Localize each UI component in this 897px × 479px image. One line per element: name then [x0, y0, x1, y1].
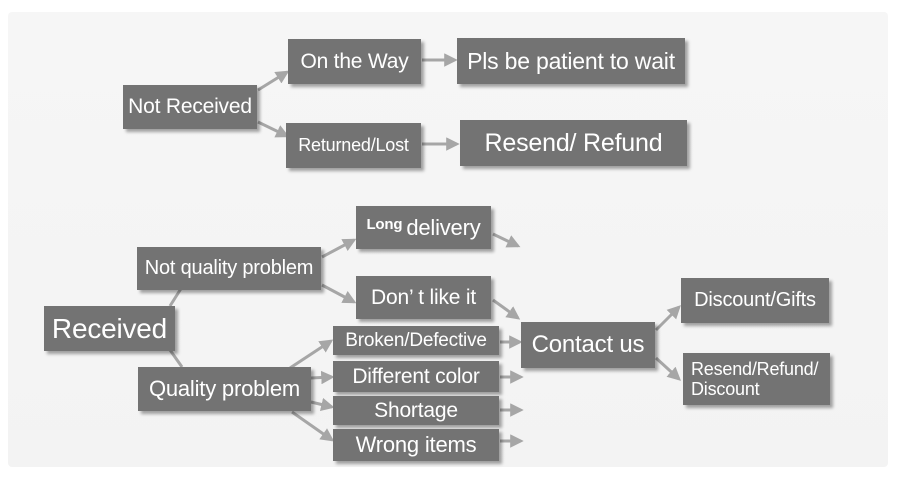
node-contact-us: Contact us — [521, 322, 655, 368]
delivery-label: delivery — [406, 214, 481, 240]
node-resend-refund-discount: Resend/Refund/ Discount — [683, 353, 830, 405]
arrow-quality-to-different-color — [310, 370, 335, 385]
node-returned-lost: Returned/Lost — [286, 123, 421, 168]
arrow-quality-to-shortage — [310, 397, 335, 412]
arrow-not-quality-to-dont-like — [321, 283, 357, 304]
connector-received-to-not-quality — [168, 286, 184, 307]
arrow-quality-to-broken — [289, 339, 334, 370]
node-resend-refund: Resend/ Refund — [460, 120, 687, 166]
arrow-long-delivery-out — [492, 232, 521, 248]
arrow-not-received-to-returned — [257, 120, 290, 138]
arrow-not-received-to-on-the-way — [257, 70, 290, 92]
node-on-the-way: On the Way — [288, 39, 421, 84]
node-not-quality-problem: Not quality problem — [137, 247, 321, 290]
arrow-dont-like-to-contact — [492, 298, 521, 320]
node-dont-like-it: Don’ t like it — [356, 276, 491, 319]
node-long-delivery: Long delivery — [356, 206, 491, 249]
node-not-received: Not Received — [123, 85, 257, 129]
arrow-contact-to-resend-refund — [654, 356, 681, 381]
node-quality-problem: Quality problem — [138, 367, 311, 411]
node-broken-defective: Broken/Defective — [333, 326, 499, 355]
node-discount-gifts: Discount/Gifts — [681, 278, 829, 323]
long-label: Long — [366, 216, 403, 233]
connector-received-to-quality — [168, 349, 184, 368]
node-shortage: Shortage — [333, 396, 499, 425]
node-wrong-items: Wrong items — [333, 429, 499, 461]
node-different-color: Different color — [333, 361, 499, 392]
arrow-not-quality-to-long-delivery — [321, 238, 357, 259]
arrow-quality-to-wrong-items — [291, 410, 335, 442]
node-received: Received — [44, 306, 175, 351]
arrow-contact-to-discount-gifts — [654, 305, 681, 332]
node-pls-be-patient: Pls be patient to wait — [457, 38, 685, 84]
